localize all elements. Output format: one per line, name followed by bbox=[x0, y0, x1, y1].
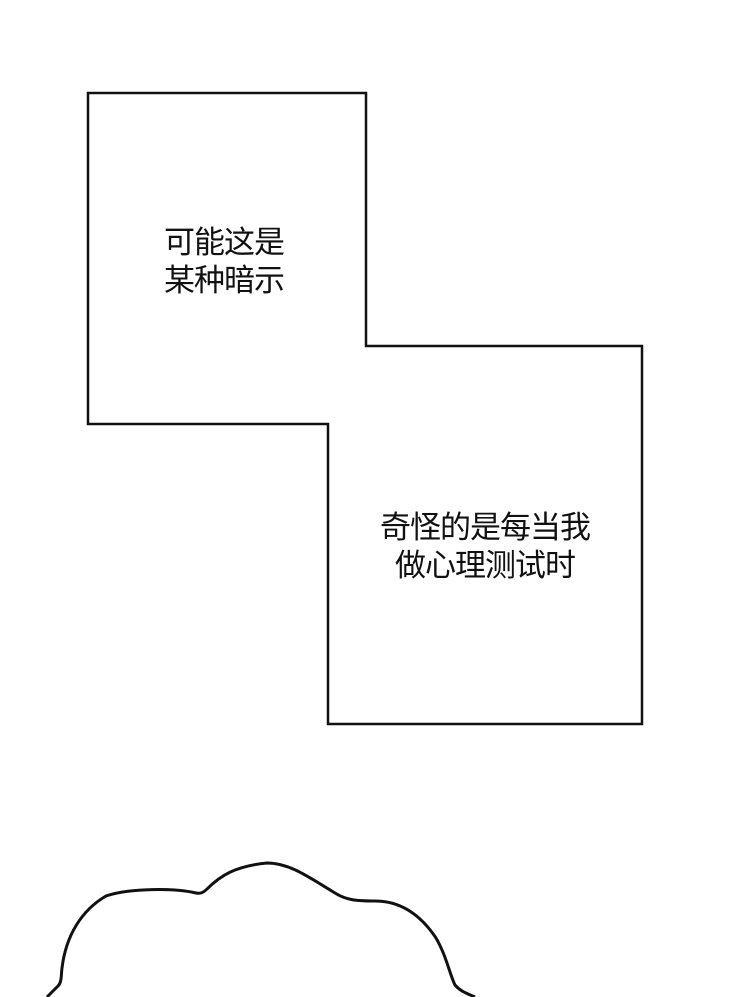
caption-text-2: 奇怪的是每当我 做心理测试时 bbox=[355, 509, 615, 585]
cloud-speech-bubble bbox=[45, 861, 476, 997]
caption-2-line-2: 做心理测试时 bbox=[395, 548, 576, 584]
caption-2-line-1: 奇怪的是每当我 bbox=[380, 510, 591, 546]
caption-1-line-1: 可能这是 bbox=[164, 225, 285, 261]
caption-box-outline bbox=[86, 91, 644, 726]
caption-text-1: 可能这是 某种暗示 bbox=[150, 224, 298, 300]
caption-1-line-2: 某种暗示 bbox=[164, 263, 285, 299]
